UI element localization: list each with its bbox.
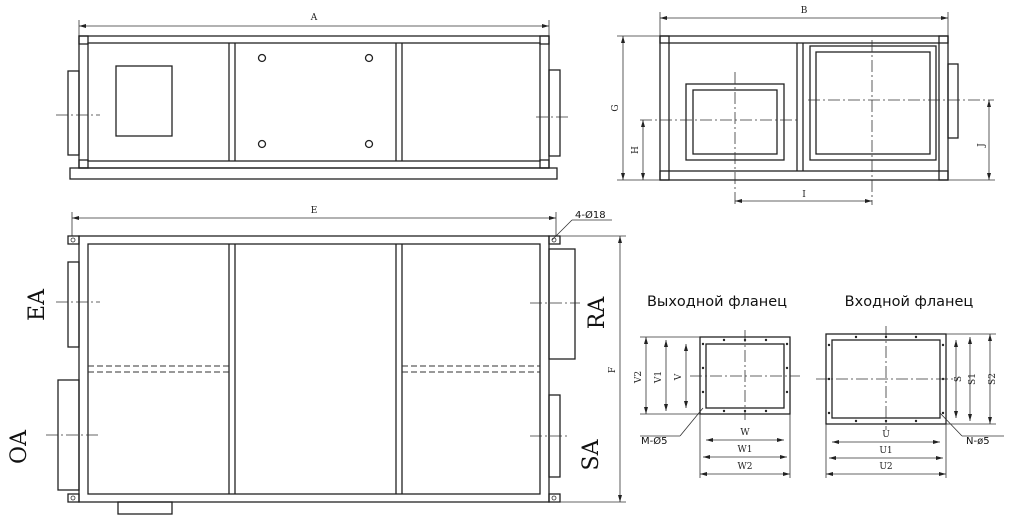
outlet-flange-detail: Выходной фланец V V1 V2 W W1 W2 (634, 294, 800, 478)
dim-e-label: E (311, 206, 318, 216)
dim-s1-label: S1 (968, 373, 978, 385)
dim-v-label: V (674, 373, 684, 381)
dim-i-label: I (802, 190, 806, 200)
dim-w-label: W (740, 428, 750, 438)
dim-h-label: H (631, 146, 641, 154)
dim-u-label: U (882, 430, 890, 440)
dim-a-label: A (310, 13, 318, 23)
top-view: E (7, 206, 626, 515)
outlet-flange-caption: Выходной фланец (647, 294, 787, 310)
dim-u1-label: U1 (879, 446, 892, 456)
holes-outlet-note: M-Ø5 (641, 435, 667, 447)
port-ra-label: RA (585, 296, 610, 330)
dim-f-label: F (608, 367, 618, 373)
inlet-flange-caption: Входной фланец (845, 294, 974, 310)
dim-g-label: G (611, 104, 621, 111)
holes-inlet-note: N-ø5 (966, 436, 990, 447)
port-ea-label: EA (25, 288, 50, 321)
dim-j-label: J (977, 143, 987, 148)
dim-w2-label: W2 (738, 462, 753, 472)
dim-w1-label: W1 (738, 445, 753, 455)
inlet-flange-detail: Входной фланец S S1 S2 U U1 U2 (816, 294, 1004, 478)
dim-s-label: S (954, 376, 964, 382)
front-view: A (56, 13, 570, 180)
holes-top-note: 4-Ø18 (575, 209, 606, 221)
port-oa-label: OA (7, 429, 32, 464)
port-sa-label: SA (579, 438, 604, 470)
dim-s2-label: S2 (988, 373, 998, 385)
dim-u2-label: U2 (879, 462, 892, 472)
side-view: B G H (611, 6, 995, 205)
dim-b-label: B (801, 6, 808, 16)
dim-v2-label: V2 (634, 371, 644, 384)
dim-v1-label: V1 (654, 371, 664, 384)
